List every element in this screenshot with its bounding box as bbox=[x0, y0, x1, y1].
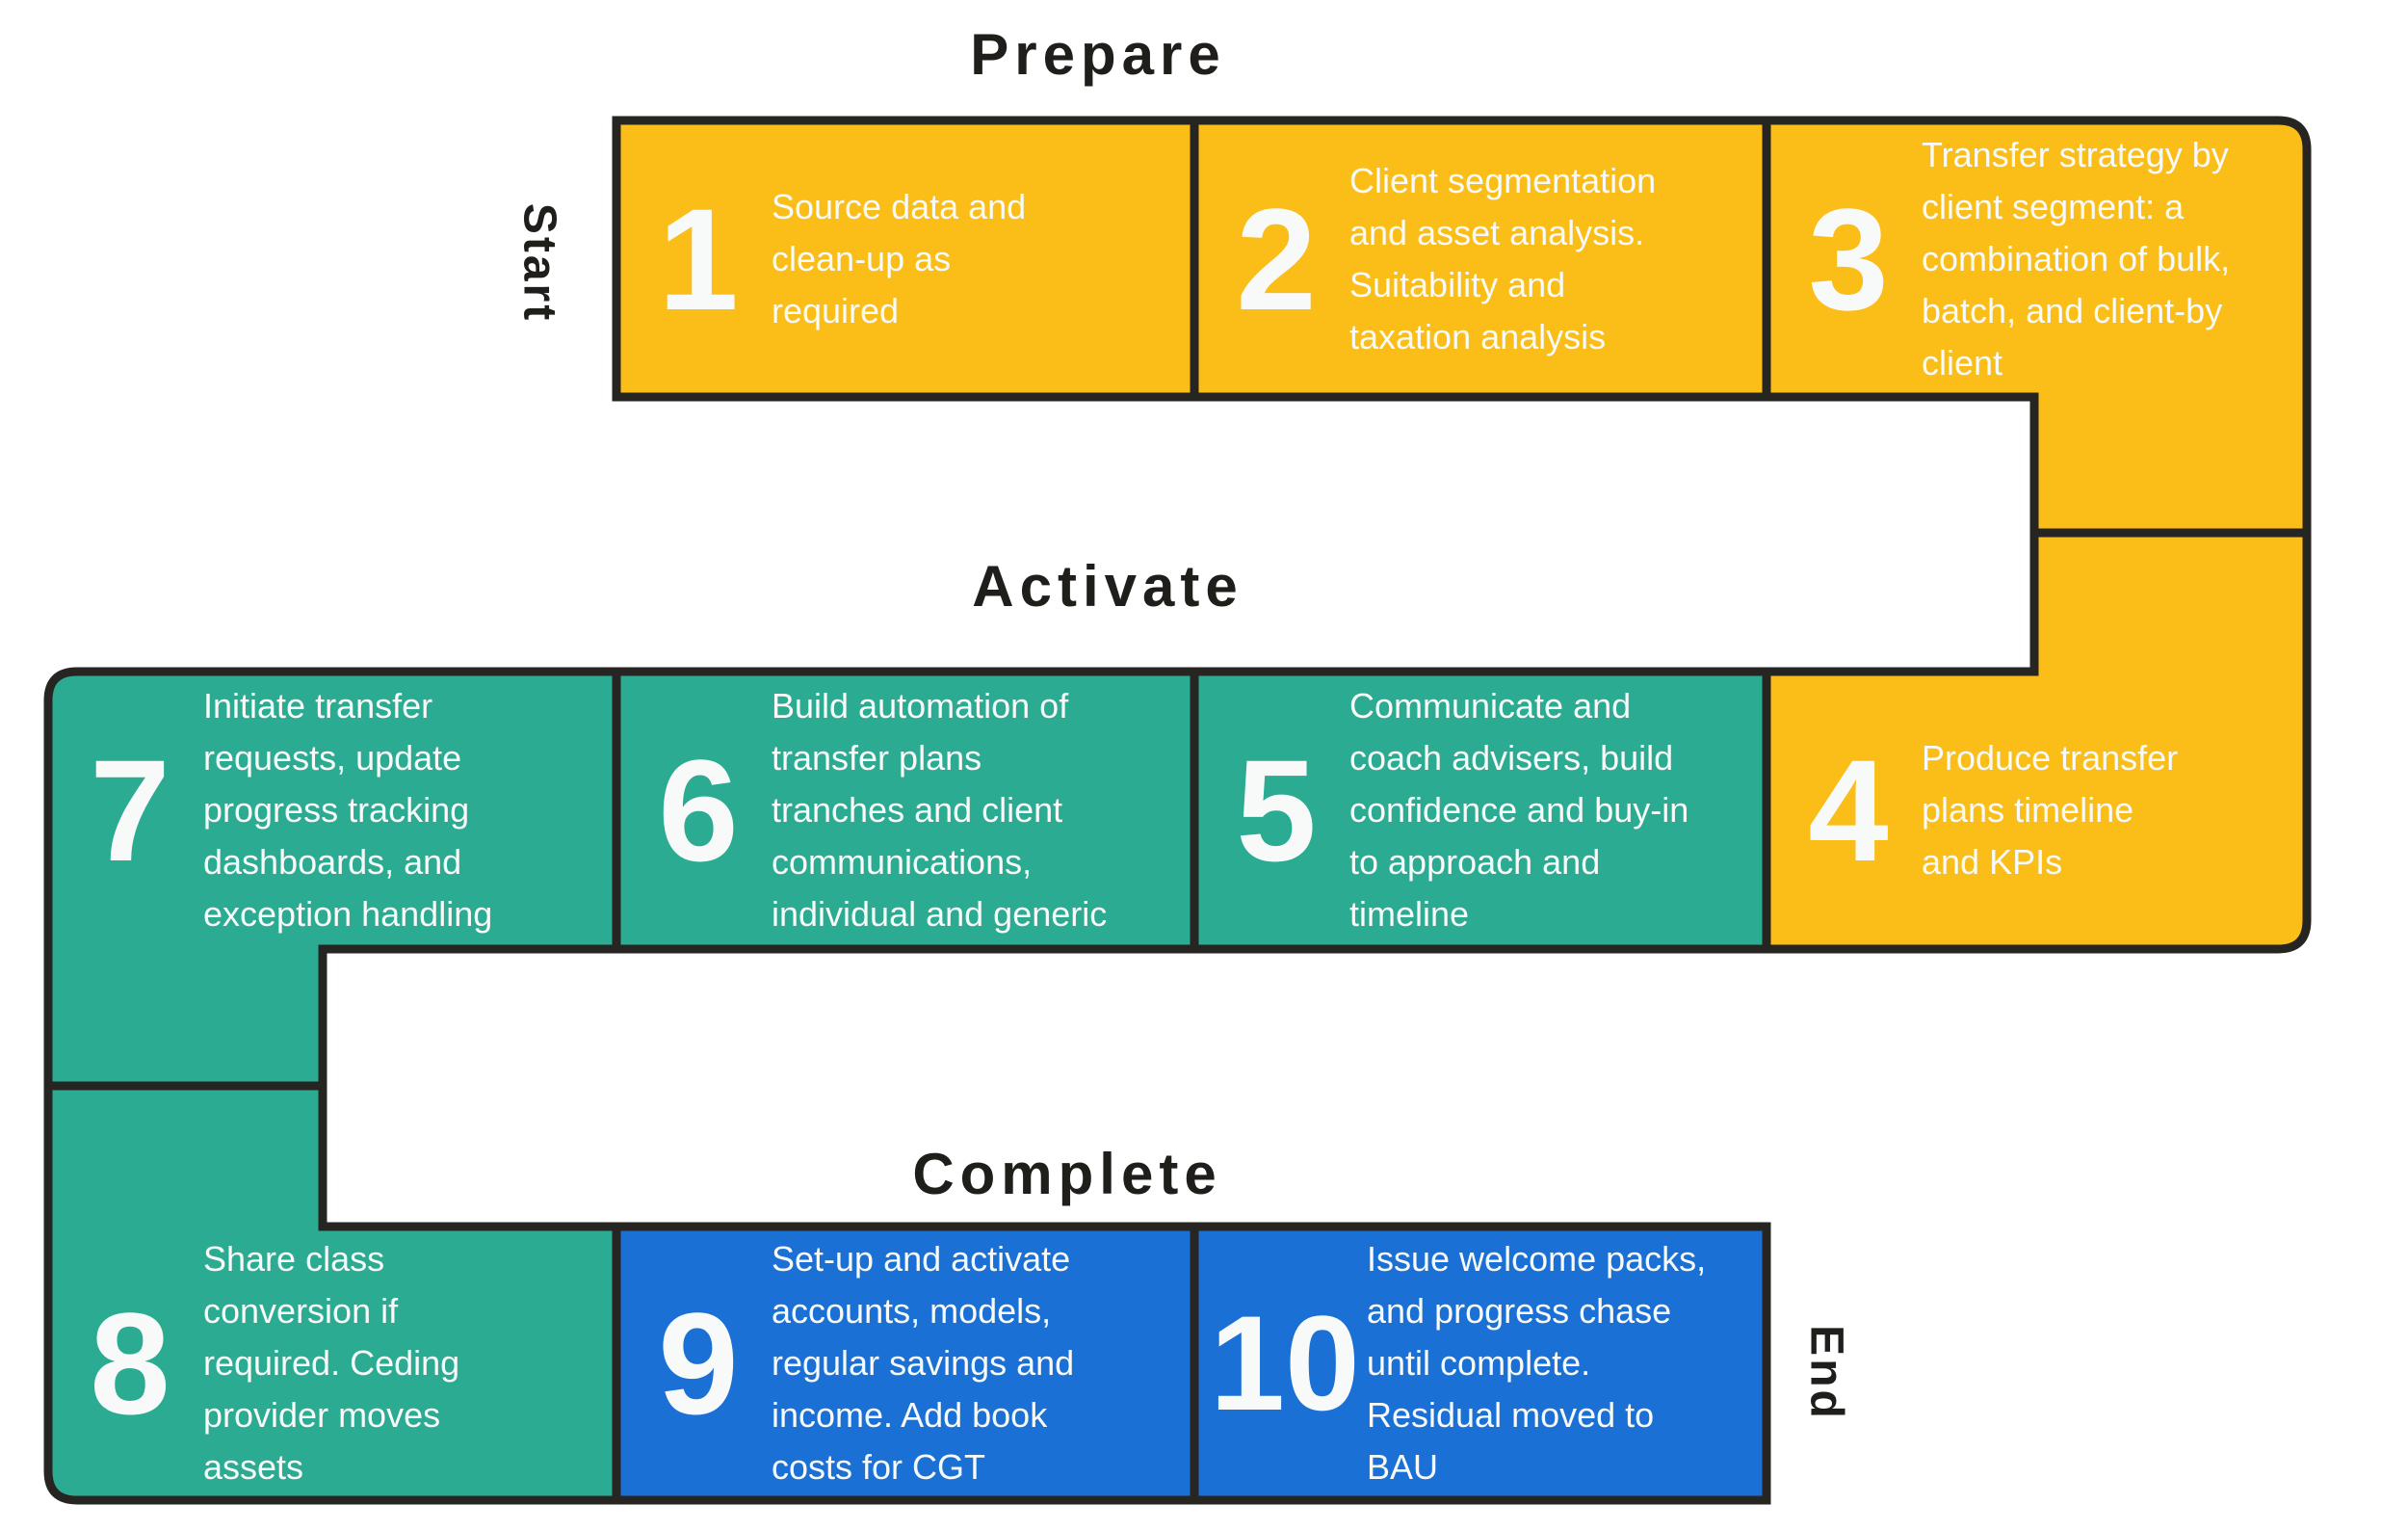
phase-header-complete: Complete bbox=[912, 1142, 1222, 1206]
step-box-3: 3 Transfer strategy by client segment: a… bbox=[1775, 129, 2300, 388]
end-label: End bbox=[1800, 1325, 1852, 1421]
phase-header-activate: Activate bbox=[972, 554, 1243, 619]
step-number: 6 bbox=[658, 729, 739, 891]
step-box-6: 6 Build automation of transfer plans tra… bbox=[625, 680, 1186, 940]
step-text: Client segmentation and asset analysis. … bbox=[1349, 160, 1657, 356]
step-number: 3 bbox=[1808, 177, 1889, 340]
step-shape-10 bbox=[1190, 1222, 1771, 1505]
step-box-9: 9 Set-up and activate accounts, models, … bbox=[625, 1235, 1186, 1491]
step-number: 7 bbox=[90, 729, 170, 891]
step-number: 9 bbox=[658, 1282, 739, 1444]
step-box-8: 8 Share class conversion if required. Ce… bbox=[57, 1235, 608, 1491]
start-label: Start bbox=[513, 202, 565, 324]
step-text: Initiate transfer requests, update progr… bbox=[203, 686, 493, 934]
step-box-2: 2 Client segmentation and asset analysis… bbox=[1203, 129, 1758, 388]
step-box-7: 7 Initiate transfer requests, update pro… bbox=[57, 680, 608, 940]
step-number: 2 bbox=[1236, 177, 1317, 340]
step-text: Set-up and activate accounts, models, re… bbox=[772, 1239, 1075, 1487]
step-shape-8 bbox=[43, 1081, 621, 1505]
step-text: Issue welcome packs, and progress chase … bbox=[1367, 1239, 1707, 1487]
step-text: Share class conversion if required. Cedi… bbox=[203, 1239, 460, 1487]
step-number: 4 bbox=[1808, 729, 1889, 891]
step-number: 5 bbox=[1236, 729, 1317, 891]
step-number: 10 bbox=[1210, 1287, 1360, 1439]
step-text: Transfer strategy by client segment: a c… bbox=[1922, 134, 2231, 383]
step-box-10: 10 Issue welcome packs, and progress cha… bbox=[1203, 1235, 1758, 1491]
step-text: Source data and clean-up as required bbox=[772, 186, 1027, 330]
step-number: 1 bbox=[658, 177, 739, 340]
step-box-4: 4 Produce transfer plans timeline and KP… bbox=[1775, 680, 2300, 940]
step-box-5: 5 Communicate and coach advisers, build … bbox=[1203, 680, 1758, 940]
step-number: 8 bbox=[90, 1282, 170, 1444]
step-shape-7 bbox=[43, 667, 621, 1091]
step-text: Communicate and coach advisers, build co… bbox=[1349, 686, 1689, 934]
step-text: Produce transfer plans timeline and KPIs bbox=[1922, 738, 2179, 882]
step-text: Build automation of transfer plans tranc… bbox=[772, 686, 1108, 934]
phase-header-prepare: Prepare bbox=[970, 22, 1226, 87]
step-shape-3 bbox=[1762, 116, 2312, 538]
step-box-1: 1 Source data and clean-up as required bbox=[625, 129, 1186, 388]
